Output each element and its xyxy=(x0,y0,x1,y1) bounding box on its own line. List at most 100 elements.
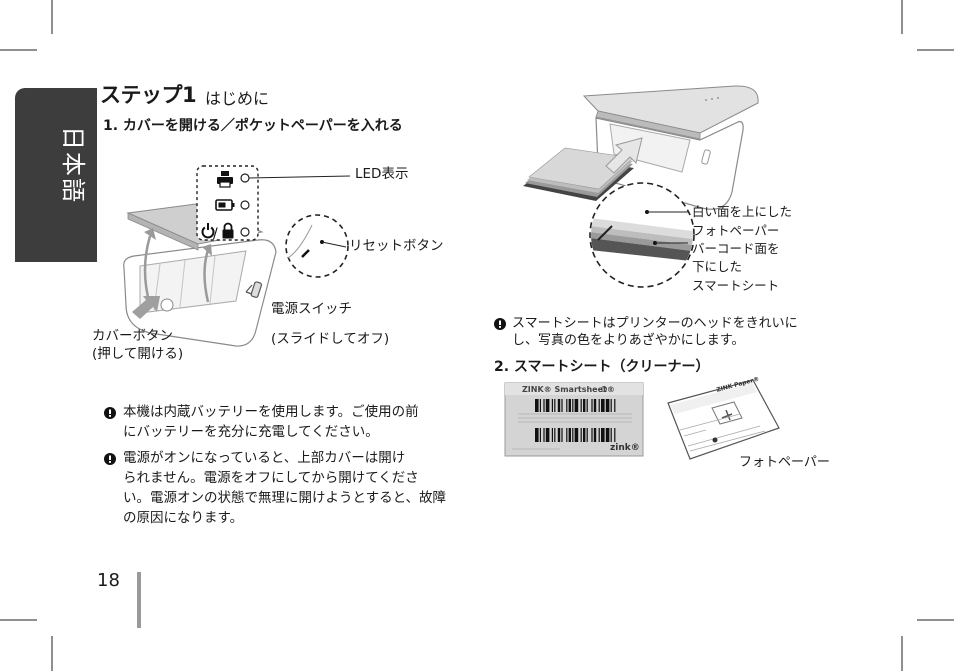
exclamation-icon xyxy=(104,407,116,419)
smartsheet-card xyxy=(504,382,644,457)
smartsheet-fine-print xyxy=(512,413,632,450)
reset-leader-line xyxy=(321,241,347,248)
barcode-bar xyxy=(568,399,571,412)
printer-lid-edge xyxy=(127,212,199,251)
section-2-heading: 2. スマートシート（クリーナー） xyxy=(494,359,710,375)
insert-arrow xyxy=(605,137,643,174)
barcode-bar xyxy=(557,399,561,412)
photo-paper-label: フォトペーパー xyxy=(739,455,830,470)
barcode-bar xyxy=(551,399,553,412)
figure-2-label-3: バーコード面を xyxy=(692,241,780,256)
barcode-bar xyxy=(566,399,568,412)
led-label: LED表示 xyxy=(355,166,409,182)
reset-button-callout xyxy=(285,214,349,278)
step-title: はじめに xyxy=(205,89,270,108)
barcode-bar xyxy=(566,428,568,442)
note-2-line-3: い。電源オンの状態で無理に開けようとすると、故障 xyxy=(123,490,447,506)
barcode-bar xyxy=(539,428,541,442)
section-1-heading: 1. カバーを開ける／ポケットペーパーを入れる xyxy=(103,118,403,134)
note-3-line-2: し、写真の色をよりあざやかにします。 xyxy=(512,333,745,348)
figure-2-label-1: 白い面を上にした xyxy=(692,204,793,219)
barcode-bar xyxy=(593,428,597,442)
step-number: ステップ1 xyxy=(100,83,197,107)
barcode-bar xyxy=(535,399,539,412)
photo-paper-pack xyxy=(667,379,780,460)
note-2-line-4: の原因になります。 xyxy=(123,510,244,526)
barcode-bottom xyxy=(535,428,616,442)
barcode-bar xyxy=(601,428,605,442)
barcode-bar xyxy=(593,399,597,412)
barcode-bar xyxy=(568,428,571,442)
barcode-bar xyxy=(572,428,574,442)
barcode-bar xyxy=(610,399,612,412)
power-switch-note: (スライドしてオフ) xyxy=(271,331,390,347)
reset-button-slot xyxy=(301,249,310,258)
figure-2-label-4: 下にした xyxy=(692,259,743,274)
barcode-bar xyxy=(598,428,600,442)
barcode-bar xyxy=(591,399,593,412)
exclamation-icon xyxy=(494,318,506,330)
barcode-bar xyxy=(601,399,605,412)
printer-lid-2-edge xyxy=(595,110,701,140)
barcode-bar xyxy=(535,428,539,442)
barcode-bar xyxy=(543,428,545,442)
barcode-bar xyxy=(605,428,610,442)
barcode-bar xyxy=(545,428,550,442)
barcode-bar xyxy=(583,399,586,412)
lid-hinge-marks xyxy=(705,97,719,101)
barcode-bar xyxy=(551,428,553,442)
barcode-bar xyxy=(598,399,600,412)
cover-button xyxy=(160,298,174,312)
page-number-bar xyxy=(137,572,141,628)
paper-layers-detail xyxy=(591,218,693,262)
printer-tray xyxy=(139,250,247,314)
lock-icon xyxy=(222,222,234,239)
led-separator: / xyxy=(213,226,218,242)
barcode-bar xyxy=(583,428,586,442)
smartsheet-brand: ZINK® Smartsheet® xyxy=(522,385,615,394)
barcode-bar xyxy=(574,428,579,442)
page-number: 18 xyxy=(97,570,120,591)
cover-button-note: (押して開ける) xyxy=(92,346,184,362)
note-1-line-2: にバッテリーを充分に充電してください。 xyxy=(123,424,379,440)
barcode-bar xyxy=(539,399,541,412)
paper-loading-illustration xyxy=(523,85,759,288)
figure-2-label-2: フォトペーパー xyxy=(692,223,780,238)
battery-icon xyxy=(215,199,235,211)
barcode-bar xyxy=(580,428,582,442)
power-switch-label: 電源スイッチ xyxy=(271,301,352,317)
reset-button-label: リセットボタン xyxy=(349,238,444,254)
figure-2-label-5: スマートシート xyxy=(692,278,780,293)
barcode-bar xyxy=(554,428,556,442)
barcode-bar xyxy=(614,428,616,442)
barcode-bar xyxy=(554,399,556,412)
printer-icon xyxy=(217,171,233,188)
note-2-line-1: 電源がオンになっていると、上部カバーは開け xyxy=(123,450,406,466)
led-indicators xyxy=(240,173,250,237)
barcode-bar xyxy=(586,399,588,412)
barcode-bar xyxy=(580,399,582,412)
barcode-bar xyxy=(572,399,574,412)
barcode-bar xyxy=(561,399,563,412)
barcode-top xyxy=(535,399,616,412)
power-icon xyxy=(201,223,215,239)
barcode-bar xyxy=(610,428,612,442)
printer-tray-2 xyxy=(609,123,691,173)
barcode-bar xyxy=(545,399,550,412)
paper-stack xyxy=(523,147,634,201)
barcode-bar xyxy=(614,399,616,412)
barcode-bar xyxy=(605,399,610,412)
note-1-line-1: 本機は内蔵バッテリーを使用します。ご使用の前 xyxy=(123,404,419,420)
note-2-line-2: られません。電源をオフにしてから開けてくださ xyxy=(123,470,419,486)
barcode-bar xyxy=(561,428,563,442)
printer-lid-2 xyxy=(582,85,759,134)
barcode-bar xyxy=(557,428,561,442)
language-tab xyxy=(15,88,97,262)
cover-button-arrow xyxy=(132,296,160,319)
power-switch xyxy=(245,281,263,298)
exclamation-icon xyxy=(104,453,116,465)
barcode-bar xyxy=(591,428,593,442)
led-leader-line xyxy=(248,175,351,179)
